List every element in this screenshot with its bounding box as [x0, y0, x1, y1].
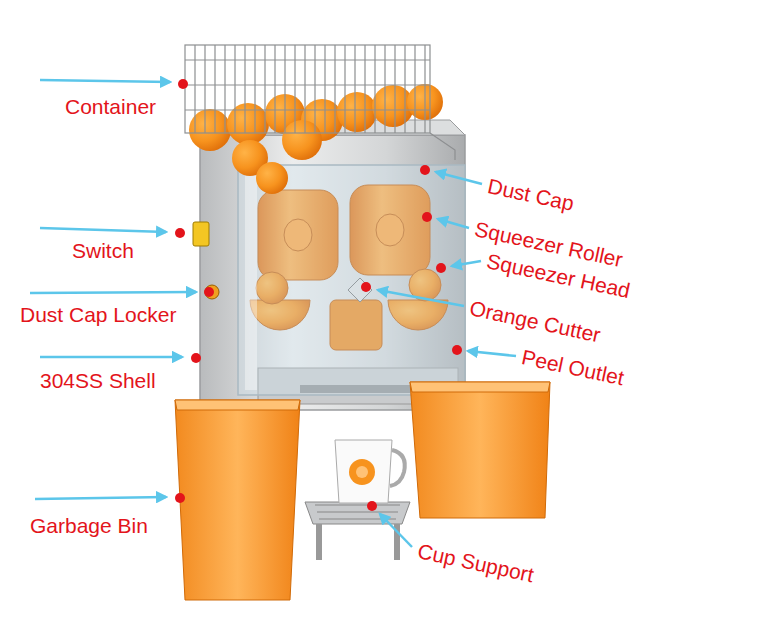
fruit-container [185, 45, 455, 194]
part-label: Orange Cutter [468, 297, 603, 346]
garbage-bin [410, 382, 550, 518]
part-label: Cup Support [416, 540, 536, 586]
juice-cup [335, 440, 405, 503]
switch [193, 222, 209, 246]
part-label: 304SS Shell [40, 370, 156, 392]
locker-knob [205, 285, 219, 299]
target-dots [175, 79, 462, 511]
part-label: Dust Cap [486, 175, 576, 215]
dust-cap [238, 165, 465, 395]
part-label: Garbage Bin [30, 515, 148, 537]
part-label: Dust Cap Locker [20, 304, 176, 326]
part-label: Container [65, 96, 156, 118]
cup-support [305, 502, 410, 560]
garbage-bin [175, 400, 300, 600]
part-label: Switch [72, 240, 134, 262]
machine-body [200, 120, 465, 419]
